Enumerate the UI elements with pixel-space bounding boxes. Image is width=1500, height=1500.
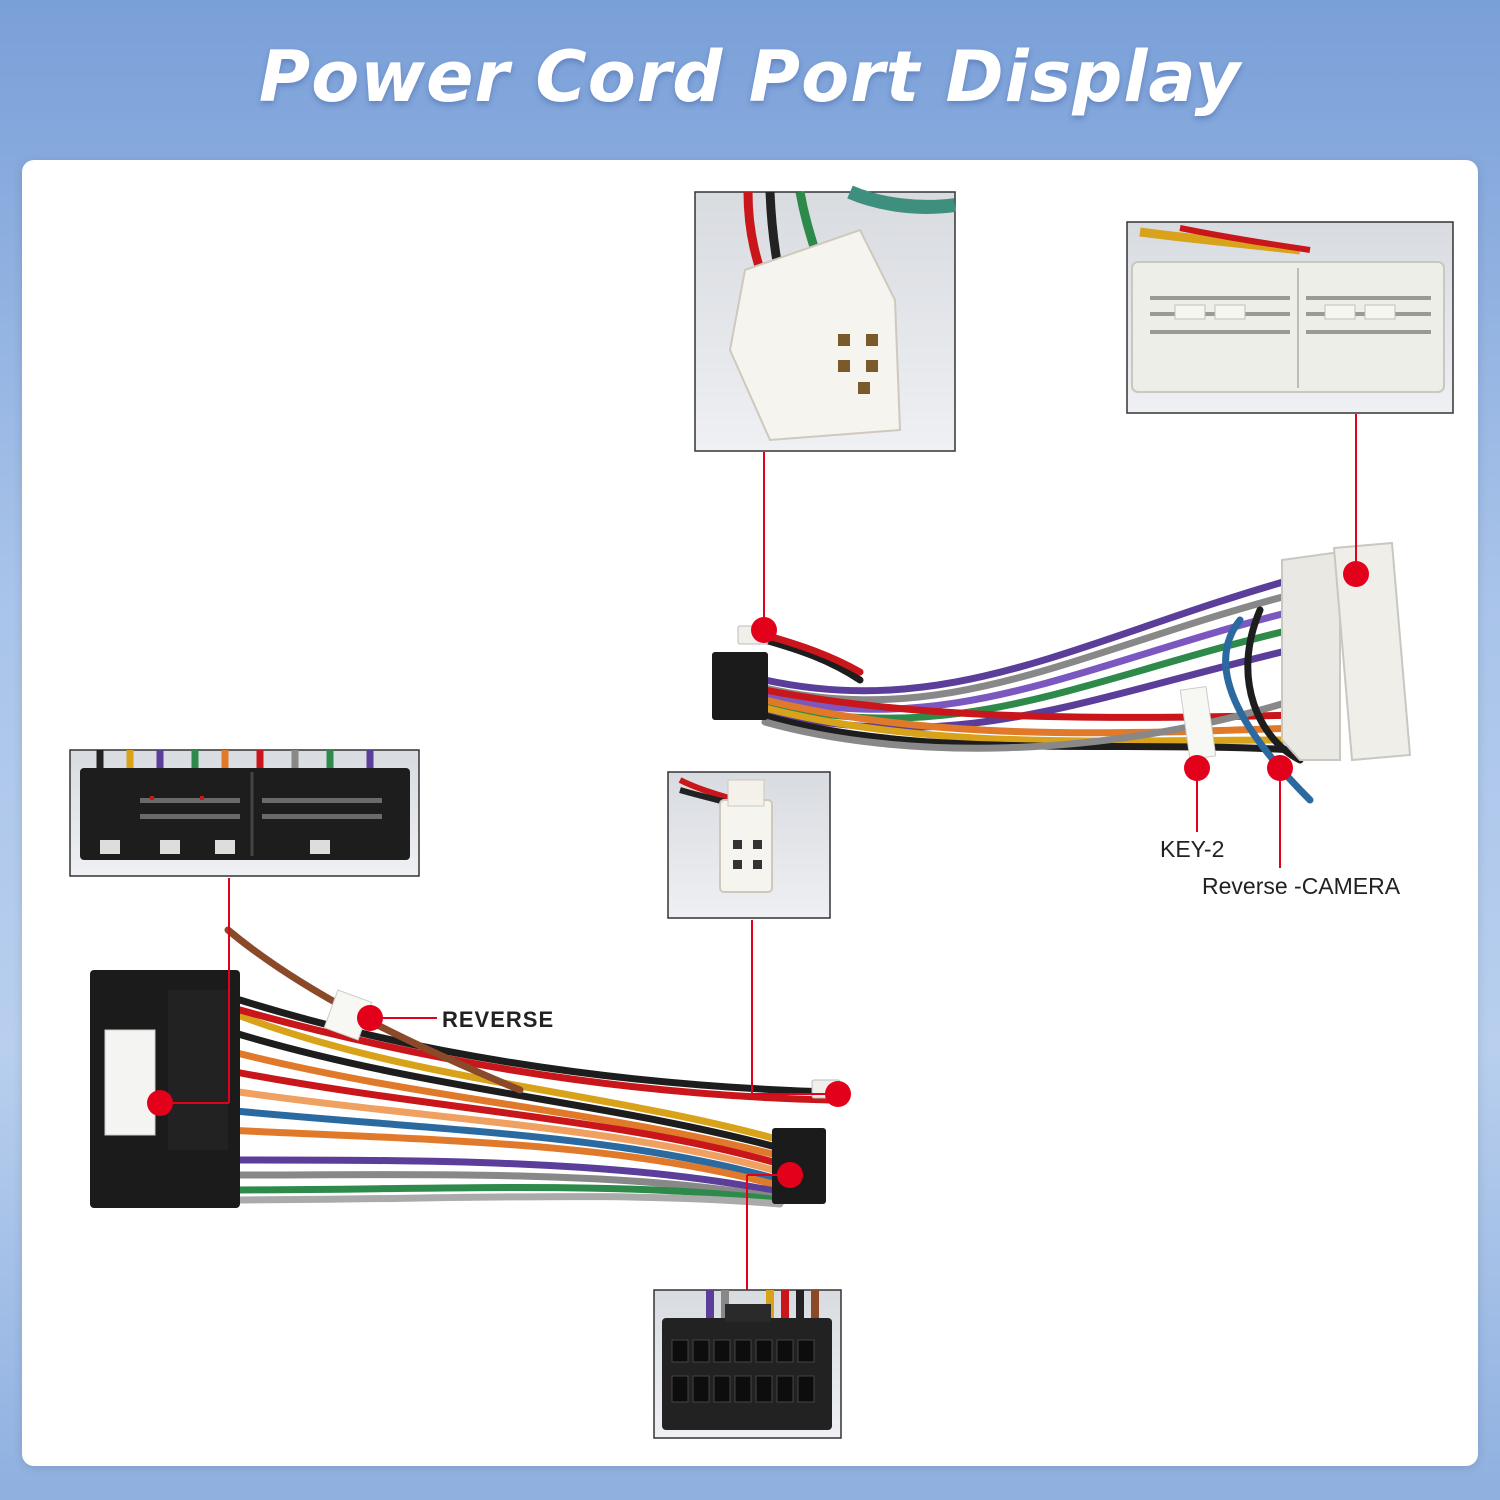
lower-harness: [90, 926, 841, 1208]
inset-large-white-connector: [1126, 221, 1454, 414]
upper-harness: [712, 541, 1412, 804]
inset-black-car-connector: [69, 749, 420, 877]
page-title: Power Cord Port Display: [258, 36, 1242, 118]
callout-dot-16pin: [777, 1162, 803, 1188]
inset-small-white-plug: [694, 185, 956, 452]
callout-label-reverse: REVERSE: [442, 1007, 555, 1032]
callout-dots: [147, 561, 1369, 1188]
callout-label-camera: Reverse -CAMERA: [1202, 873, 1401, 899]
callout-dot-reverse: [357, 1005, 383, 1031]
callout-label-key: KEY-2: [1160, 836, 1225, 862]
callout-dot-key: [1184, 755, 1210, 781]
callout-dot-black-connector: [147, 1090, 173, 1116]
callout-lines: [160, 414, 1357, 1290]
callout-dot-4pin: [825, 1081, 851, 1107]
callout-dot-camera: [1267, 755, 1293, 781]
inset-small-white-4pin: [667, 771, 831, 919]
inset-black-16pin-plug: [653, 1289, 842, 1439]
callout-dot-large-connector: [1343, 561, 1369, 587]
callout-dot-small-plug: [751, 617, 777, 643]
